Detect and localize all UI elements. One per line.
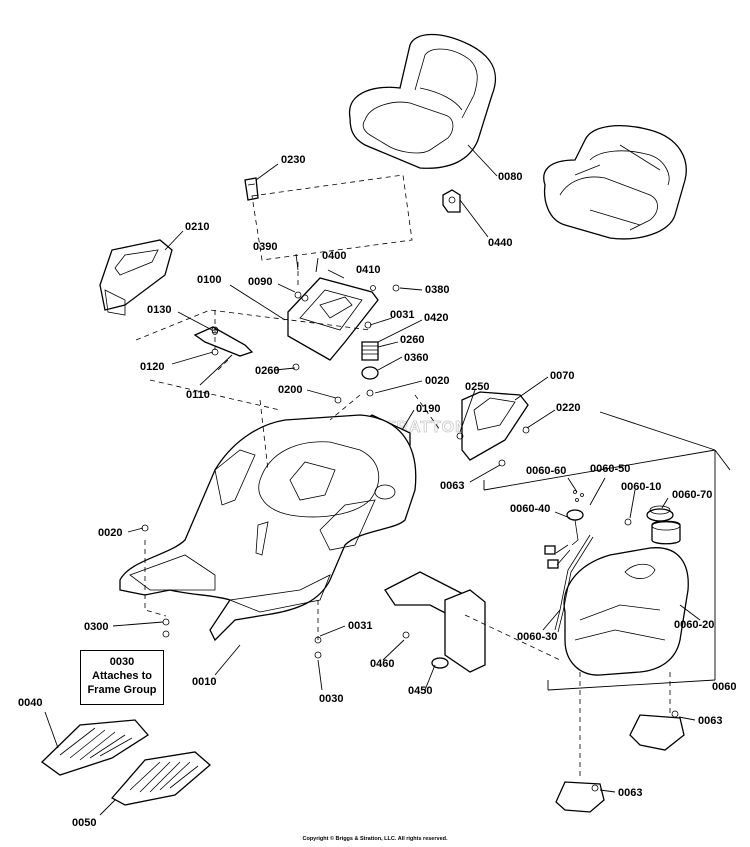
fuel-line-0060-30	[554, 534, 594, 633]
part-0230	[244, 177, 259, 201]
bracket-0063-b	[629, 710, 685, 751]
label-0220: 0220	[556, 402, 580, 414]
label-0063-b: 0063	[698, 715, 722, 727]
seat-0080	[348, 33, 497, 169]
label-0060-10: 0060-10	[621, 481, 661, 493]
sender-0060-50	[544, 509, 584, 569]
label-0250: 0250	[465, 381, 489, 393]
spring-0420	[361, 341, 379, 380]
label-0100: 0100	[197, 274, 221, 286]
label-0200: 0200	[278, 384, 302, 396]
fender-0010	[119, 414, 417, 642]
note-line-2: Attaches to	[92, 670, 152, 682]
label-0031-b: 0031	[348, 620, 372, 632]
seat-alt-view	[543, 125, 687, 240]
label-0060-20: 0060-20	[674, 619, 714, 631]
label-0040: 0040	[18, 697, 42, 709]
label-0130: 0130	[147, 304, 171, 316]
fuel-tank-0060-20	[563, 520, 689, 676]
label-0060: 0060	[712, 681, 736, 693]
label-0260-b: 0260	[255, 365, 279, 377]
label-0060-50: 0060-50	[590, 463, 630, 475]
bracket-0450	[384, 571, 486, 673]
note-line-1: 0030	[109, 656, 135, 668]
label-0020-a: 0020	[425, 375, 449, 387]
label-0410: 0410	[356, 264, 380, 276]
label-0420: 0420	[424, 312, 448, 324]
label-0050: 0050	[72, 817, 96, 829]
label-0460: 0460	[370, 658, 394, 670]
bracket-0063-c	[555, 781, 605, 813]
label-0060-30: 0060-30	[517, 631, 557, 643]
label-0260-a: 0260	[400, 334, 424, 346]
cup-holder-0070	[461, 391, 530, 461]
seat-plate-0410	[287, 277, 379, 361]
label-0450: 0450	[408, 685, 432, 697]
label-0230: 0230	[281, 154, 305, 166]
label-0063-c: 0063	[618, 787, 642, 799]
label-0380: 0380	[425, 284, 449, 296]
cup-holder-0210	[99, 239, 173, 316]
label-0210: 0210	[185, 221, 209, 233]
leader-lines	[44, 144, 701, 816]
label-0060-40: 0060-40	[510, 503, 550, 515]
label-0300: 0300	[84, 621, 108, 633]
note-line-3: Frame Group	[87, 684, 157, 696]
foot-pad-0040	[40, 719, 149, 776]
label-0010: 0010	[192, 676, 216, 688]
label-0080: 0080	[498, 171, 522, 183]
bracket-0440	[442, 189, 461, 213]
bracket-0110	[193, 326, 254, 357]
label-0120: 0120	[140, 361, 164, 373]
label-0063-a: 0063	[440, 480, 464, 492]
label-0400: 0400	[322, 250, 346, 262]
label-0031-a: 0031	[390, 309, 414, 321]
fuel-cap-0060-70	[646, 505, 674, 522]
label-0030: 0030	[319, 693, 343, 705]
copyright-text: Copyright © Briggs & Stratton, LLC. All …	[302, 836, 448, 842]
label-0020-b: 0020	[98, 527, 122, 539]
group-box-0060	[483, 411, 731, 691]
part-labels: 0230 0210 0390 0400 0410 0090 0100 0380 …	[18, 154, 736, 829]
label-0440: 0440	[488, 237, 512, 249]
assembly-lines	[135, 174, 671, 780]
label-0190: 0190	[416, 403, 440, 415]
note-box: 0030 Attaches to Frame Group	[80, 650, 164, 705]
label-0060-70: 0060-70	[672, 489, 712, 501]
label-0070: 0070	[550, 370, 574, 382]
label-0090: 0090	[248, 276, 272, 288]
label-0060-60: 0060-60	[526, 465, 566, 477]
label-0110: 0110	[186, 389, 210, 401]
label-0390: 0390	[253, 241, 277, 253]
foot-pad-0050	[110, 751, 211, 806]
label-0360: 0360	[404, 352, 428, 364]
